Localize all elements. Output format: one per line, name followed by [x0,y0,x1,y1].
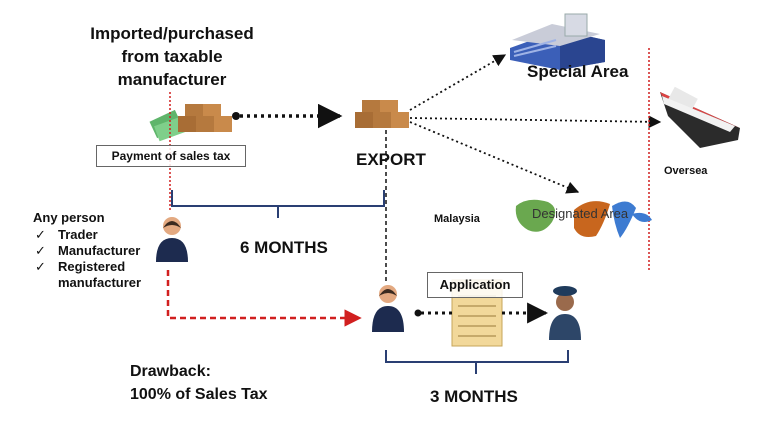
arrow-to-designated-area [409,121,580,194]
factory-icon [510,13,605,70]
designated-area-label: Designated Area [532,206,629,221]
list-item: ✓Manufacturer [35,243,141,258]
oversea-label: Oversea [664,165,708,177]
export-boxes-icon [355,100,409,128]
malaysia-map-icon [515,199,652,238]
source-title-line-3: manufacturer [117,70,227,89]
special-area-label: Special Area [527,62,629,81]
applicant-person-icon [372,285,404,332]
checkmark-icon: ✓ [35,227,46,242]
any-person-heading: Any person [33,210,105,225]
any-person-list: ✓Trader ✓Manufacturer ✓Registered manufa… [33,227,183,291]
arrow-to-special-area [409,54,507,111]
six-months-label: 6 MONTHS [240,238,328,257]
export-label: EXPORT [356,150,426,169]
list-item: ✓Trader [35,227,98,242]
application-label: Application [427,272,523,298]
three-months-bracket [385,350,569,363]
checkmark-icon: ✓ [35,259,46,274]
any-person-icon [156,217,188,262]
six-months-bracket [171,190,385,207]
source-title-line-1: Imported/purchased [90,24,254,43]
source-title-line-2: from taxable [121,47,223,66]
any-person-block: Any person ✓Trader ✓Manufacturer ✓Regist… [33,210,183,291]
drawback-block: Drawback: 100% of Sales Tax [130,360,268,406]
checkmark-icon: ✓ [35,243,46,258]
drawback-amount: 100% of Sales Tax [130,386,268,403]
source-title: Imported/purchased from taxable manufact… [82,22,262,91]
claim-path-arrow [166,270,362,327]
ship-icon [660,86,740,148]
cardboard-boxes-icon [178,104,232,132]
three-months-label: 3 MONTHS [430,387,518,406]
payment-label: Payment of sales tax [96,145,246,167]
customs-officer-icon [549,286,581,340]
list-item: ✓Registered manufacturer [35,259,142,290]
drawback-title: Drawback: [130,363,211,380]
arrow-to-oversea [409,115,662,129]
malaysia-label: Malaysia [434,213,480,225]
